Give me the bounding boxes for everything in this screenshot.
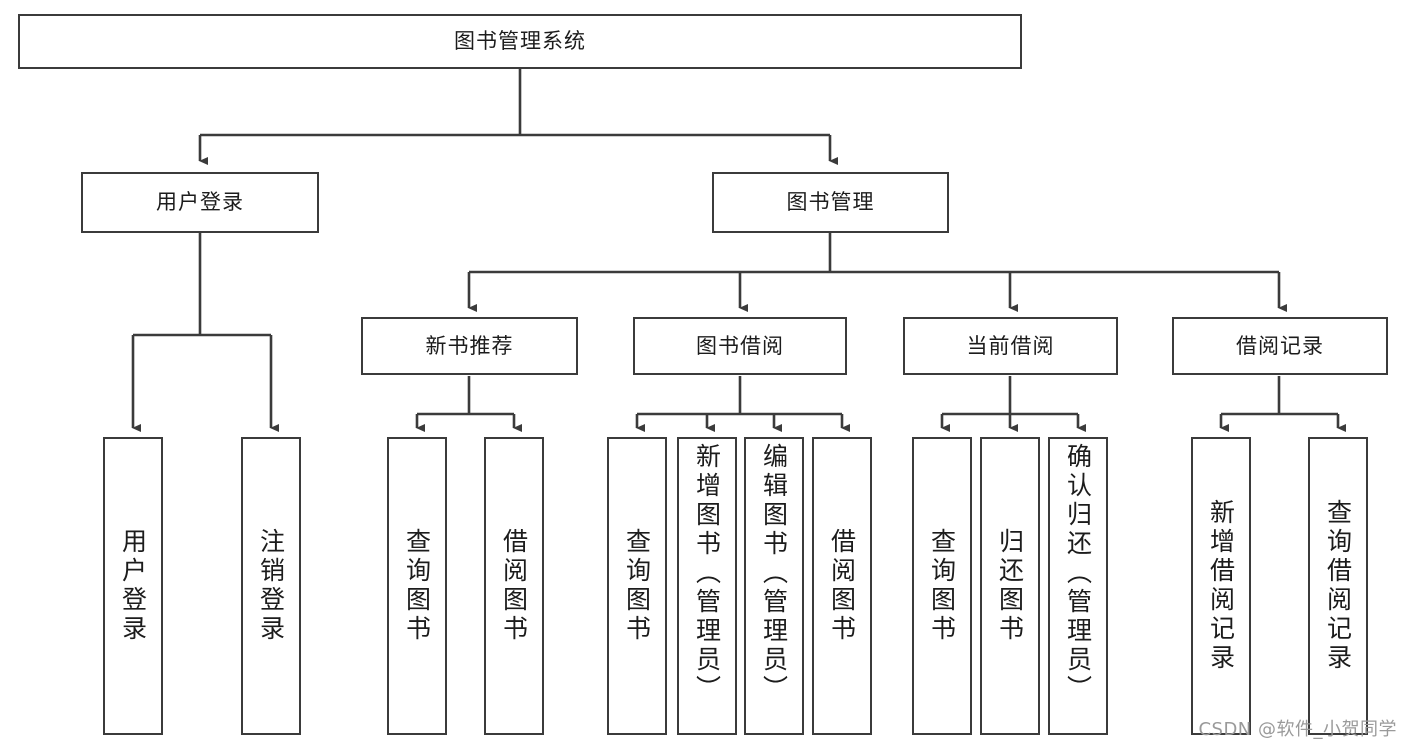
node-label: 编辑图书（管理员） bbox=[759, 443, 789, 704]
node-label: 借阅记录 bbox=[1236, 333, 1324, 358]
leaf-confirm-return-admin[interactable]: 确认归还（管理员） bbox=[1048, 437, 1108, 735]
leaf-user-login[interactable]: 用户登录 bbox=[103, 437, 163, 735]
node-label: 新书推荐 bbox=[425, 333, 514, 358]
leaf-edit-book-admin[interactable]: 编辑图书（管理员） bbox=[744, 437, 804, 735]
leaf-query-borrow-record[interactable]: 查询借阅记录 bbox=[1308, 437, 1368, 735]
node-label: 查询图书 bbox=[402, 528, 432, 644]
node-label: 用户登录 bbox=[156, 190, 244, 214]
node-book-management[interactable]: 图书管理 bbox=[712, 172, 949, 233]
node-label: 注销登录 bbox=[256, 528, 286, 644]
node-label: 查询图书 bbox=[622, 528, 652, 644]
node-label: 借阅图书 bbox=[499, 528, 529, 644]
node-current-borrow[interactable]: 当前借阅 bbox=[903, 317, 1118, 375]
leaf-add-book-admin[interactable]: 新增图书（管理员） bbox=[677, 437, 737, 735]
node-root-system[interactable]: 图书管理系统 bbox=[18, 14, 1022, 69]
node-new-book-recommend[interactable]: 新书推荐 bbox=[361, 317, 578, 375]
node-user-login[interactable]: 用户登录 bbox=[81, 172, 319, 233]
leaf-return-book[interactable]: 归还图书 bbox=[980, 437, 1040, 735]
node-label: 查询借阅记录 bbox=[1323, 499, 1353, 673]
leaf-add-borrow-record[interactable]: 新增借阅记录 bbox=[1191, 437, 1251, 735]
node-label: 查询图书 bbox=[927, 528, 957, 644]
leaf-query-book-borrow[interactable]: 查询图书 bbox=[607, 437, 667, 735]
node-label: 当前借阅 bbox=[966, 333, 1055, 358]
node-label: 图书管理系统 bbox=[454, 29, 586, 53]
node-label: 图书管理 bbox=[786, 190, 875, 214]
leaf-query-book-current[interactable]: 查询图书 bbox=[912, 437, 972, 735]
leaf-user-logout[interactable]: 注销登录 bbox=[241, 437, 301, 735]
leaf-borrow-book[interactable]: 借阅图书 bbox=[812, 437, 872, 735]
node-label: 归还图书 bbox=[995, 528, 1025, 644]
leaf-query-book-recommend[interactable]: 查询图书 bbox=[387, 437, 447, 735]
node-label: 用户登录 bbox=[118, 528, 148, 644]
node-label: 新增借阅记录 bbox=[1206, 499, 1236, 673]
node-label: 确认归还（管理员） bbox=[1063, 443, 1093, 704]
node-label: 借阅图书 bbox=[827, 528, 857, 644]
node-label: 新增图书（管理员） bbox=[692, 443, 722, 704]
node-borrow-records[interactable]: 借阅记录 bbox=[1172, 317, 1388, 375]
leaf-borrow-book-recommend[interactable]: 借阅图书 bbox=[484, 437, 544, 735]
node-book-borrow[interactable]: 图书借阅 bbox=[633, 317, 847, 375]
node-label: 图书借阅 bbox=[696, 333, 784, 358]
